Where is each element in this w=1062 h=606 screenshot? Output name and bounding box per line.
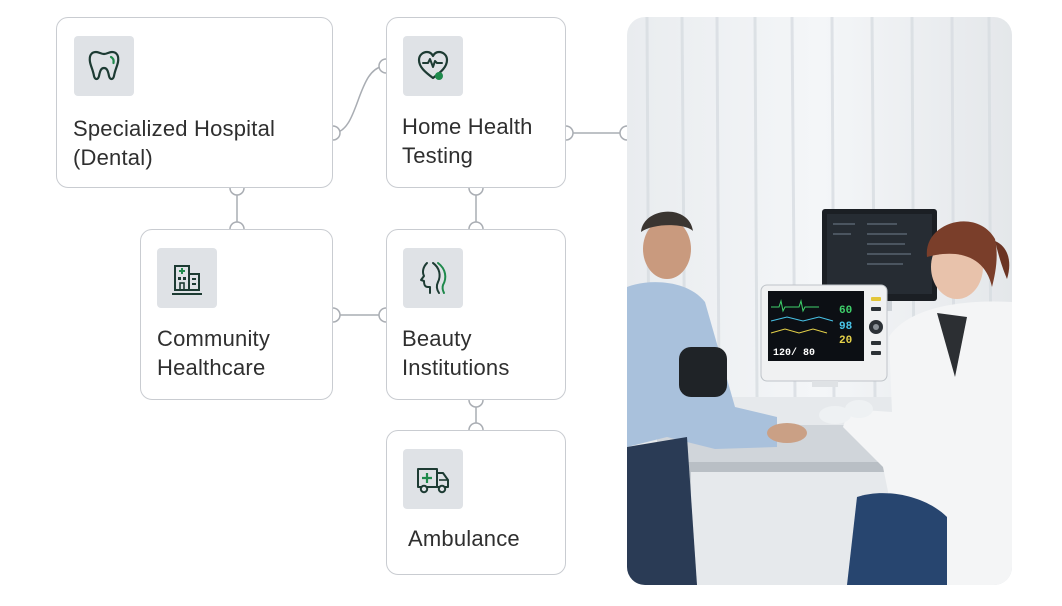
tooth-icon — [88, 50, 120, 81]
icon-tile — [403, 449, 463, 509]
heart-pulse-icon — [417, 50, 449, 80]
card-label: Community Healthcare — [157, 326, 271, 380]
clinic-scene-illustration: 60 98 20 120/ 80 — [627, 17, 1012, 585]
face-profile-icon — [420, 262, 447, 294]
monitor-hr: 60 — [839, 305, 852, 317]
monitor-nibp: 120/ 80 — [773, 347, 815, 359]
monitor-resp: 20 — [839, 335, 852, 347]
card-label: Home Health Testing — [402, 114, 533, 168]
building-icon — [172, 265, 202, 295]
card-label: Beauty Institutions — [402, 326, 510, 380]
icon-tile — [157, 248, 217, 308]
card-label: Ambulance — [408, 526, 520, 551]
card-ambulance[interactable]: Ambulance — [386, 430, 566, 575]
icon-tile — [403, 36, 463, 96]
monitor-spo2: 98 — [839, 321, 853, 333]
card-beauty-institutions[interactable]: Beauty Institutions — [386, 229, 566, 400]
icon-tile — [74, 36, 134, 96]
card-home-health-testing[interactable]: Home Health Testing — [386, 17, 566, 188]
card-community-healthcare[interactable]: Community Healthcare — [140, 229, 333, 400]
card-label: Specialized Hospital (Dental) — [73, 116, 276, 170]
clinic-photo: 60 98 20 120/ 80 — [627, 17, 1012, 585]
ambulance-icon — [417, 468, 449, 494]
card-specialized-hospital-dental[interactable]: Specialized Hospital (Dental) — [56, 17, 333, 188]
connector-dental-home — [332, 65, 387, 134]
icon-tile — [403, 248, 463, 308]
